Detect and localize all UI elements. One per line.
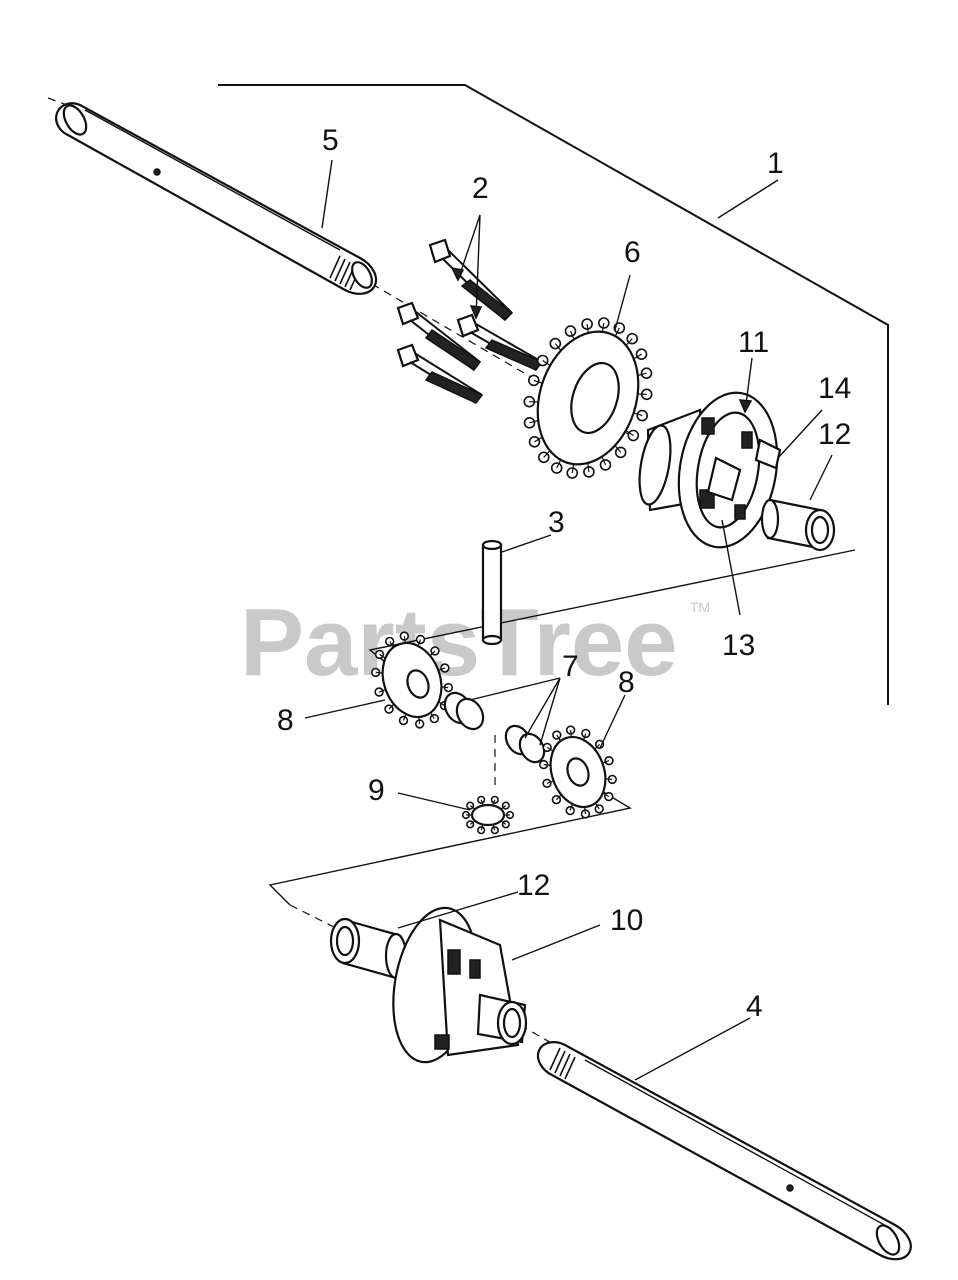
bolt xyxy=(396,343,484,404)
callout-4: 4 xyxy=(746,990,763,1023)
sprocket xyxy=(523,317,653,479)
differential-housing-half xyxy=(392,906,528,1064)
leader-lines xyxy=(304,159,833,1081)
bolt-group xyxy=(396,238,544,404)
callout-6: 6 xyxy=(624,236,641,269)
callout-11: 11 xyxy=(738,326,769,359)
bevel-gear-left xyxy=(371,631,453,729)
pinion-gear xyxy=(461,795,515,835)
callout-14: 14 xyxy=(818,372,851,405)
callout-10: 10 xyxy=(610,904,643,937)
assembly-guide-line-lower xyxy=(268,789,632,906)
callout-1: 1 xyxy=(767,147,784,180)
callout-12-lower: 12 xyxy=(517,869,550,902)
bushing-lower xyxy=(329,917,408,980)
callout-12-upper: 12 xyxy=(818,418,851,451)
callout-3: 3 xyxy=(548,506,565,539)
watermark-text: PartsTree xyxy=(240,589,678,696)
assembly-bracket-line xyxy=(218,84,889,705)
centerline-dash xyxy=(47,97,76,109)
callout-9: 9 xyxy=(368,774,385,807)
bolt xyxy=(396,301,482,372)
axle-shaft-upper xyxy=(55,102,378,295)
watermark-trademark: TM xyxy=(690,599,710,615)
bolt xyxy=(456,313,544,371)
callout-7: 7 xyxy=(562,650,579,683)
pin xyxy=(481,539,503,646)
bolt xyxy=(428,238,514,322)
differential-housing xyxy=(638,391,782,549)
callout-13: 13 xyxy=(722,629,755,662)
bushing-upper xyxy=(760,498,836,552)
centerline-dash xyxy=(519,1024,561,1049)
callout-8-right: 8 xyxy=(618,666,635,699)
callout-8-left: 8 xyxy=(277,704,294,737)
callout-5: 5 xyxy=(322,124,339,157)
centerline-dash xyxy=(289,904,341,931)
callout-2: 2 xyxy=(472,172,489,205)
axle-shaft-lower xyxy=(536,1041,912,1261)
bevel-gear-right xyxy=(538,725,617,819)
thrust-washers xyxy=(443,691,546,764)
